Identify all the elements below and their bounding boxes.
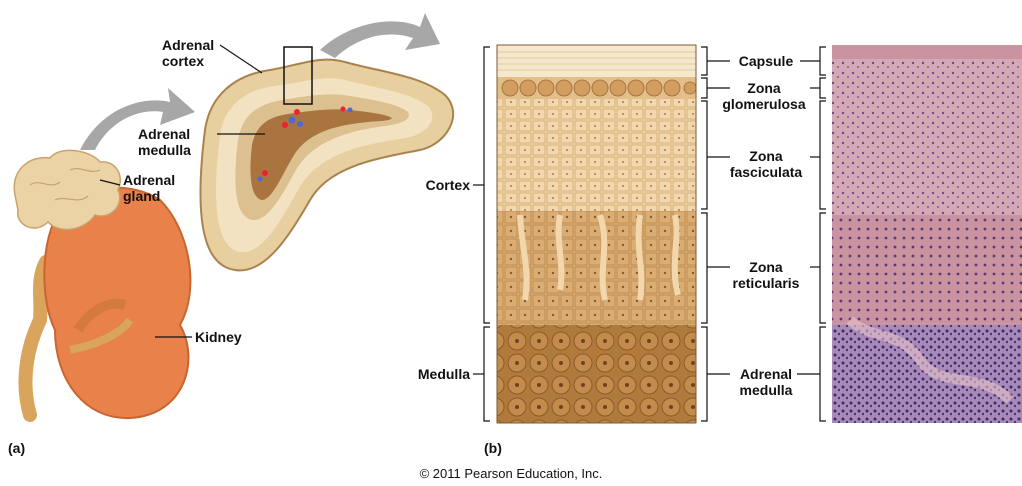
label-zona-fasciculata: Zona fasciculata bbox=[724, 148, 808, 180]
label-medulla: Medulla bbox=[400, 366, 470, 382]
label-zona-glomerulosa-line1: Zona bbox=[712, 80, 816, 96]
label-zona-reticularis-line1: Zona bbox=[724, 259, 808, 275]
gland-cross-section bbox=[200, 60, 453, 271]
label-zona-glomerulosa-line2: glomerulosa bbox=[712, 96, 816, 112]
histology-illustration bbox=[497, 45, 696, 423]
label-capsule: Capsule bbox=[726, 53, 806, 69]
label-zona-fasciculata-line1: Zona bbox=[724, 148, 808, 164]
label-adrenal-medulla-a: Adrenal medulla bbox=[138, 126, 191, 158]
copyright-notice: © 2011 Pearson Education, Inc. bbox=[0, 466, 1022, 481]
label-kidney: Kidney bbox=[195, 329, 242, 345]
label-zona-reticularis: Zona reticularis bbox=[724, 259, 808, 291]
label-adrenal-medulla-a-line1: Adrenal bbox=[138, 126, 191, 142]
label-zona-glomerulosa: Zona glomerulosa bbox=[712, 80, 816, 112]
panel-b-tag: (b) bbox=[484, 440, 502, 456]
label-adrenal-cortex-line2: cortex bbox=[162, 53, 214, 69]
label-zona-reticularis-line2: reticularis bbox=[724, 275, 808, 291]
label-adrenal-gland-line1: Adrenal bbox=[123, 172, 175, 188]
label-adrenal-medulla-b-line2: medulla bbox=[726, 382, 806, 398]
label-adrenal-gland-line2: gland bbox=[123, 188, 175, 204]
label-adrenal-cortex-line1: Adrenal bbox=[162, 37, 214, 53]
label-adrenal-medulla-b-line1: Adrenal bbox=[726, 366, 806, 382]
label-zona-fasciculata-line2: fasciculata bbox=[724, 164, 808, 180]
label-adrenal-gland: Adrenal gland bbox=[123, 172, 175, 204]
label-adrenal-cortex: Adrenal cortex bbox=[162, 37, 214, 69]
label-adrenal-medulla-a-line2: medulla bbox=[138, 142, 191, 158]
label-cortex: Cortex bbox=[400, 177, 470, 193]
label-adrenal-medulla-b: Adrenal medulla bbox=[726, 366, 806, 398]
panel-a-tag: (a) bbox=[8, 440, 25, 456]
arrow-section-to-histology bbox=[320, 13, 440, 58]
micrograph bbox=[832, 45, 1022, 423]
